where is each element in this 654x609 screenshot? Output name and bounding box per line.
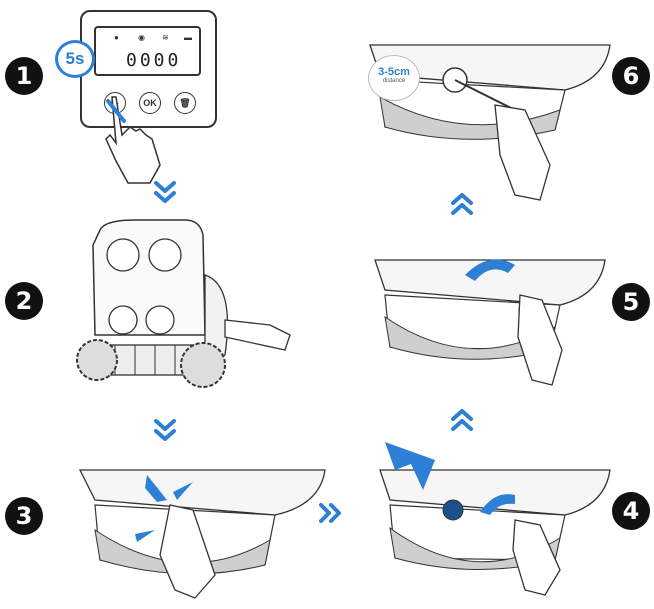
brush-reinsert-illustration <box>374 259 606 386</box>
ok-button[interactable]: OK <box>139 92 161 114</box>
step-5-badge: 5 <box>612 283 650 321</box>
chevron-down-icon <box>154 419 176 441</box>
step-3-badge: 3 <box>5 497 43 535</box>
step-2-badge: 2 <box>5 282 43 320</box>
indicator-icon: ● <box>114 33 119 42</box>
control-panel: ● ◉ ≋ ▬ 0000 ▷ OK 🗑 <box>80 10 217 128</box>
indicator-icon: ◉ <box>138 33 145 42</box>
cleaning-illustration <box>369 44 611 201</box>
hand-illustration <box>105 96 161 184</box>
panel-display: ● ◉ ≋ ▬ 0000 <box>94 26 201 76</box>
chevron-down-icon <box>154 181 176 203</box>
hold-time-badge: 5s <box>55 40 95 78</box>
step-4-badge: 4 <box>612 492 650 530</box>
step-1-badge: 1 <box>5 57 43 95</box>
distance-callout: 3-5cm distance <box>368 55 420 101</box>
distance-value: 3-5cm <box>378 66 410 78</box>
step-6-badge: 6 <box>612 57 650 95</box>
brush-assembly-illustration <box>78 469 326 599</box>
trash-button[interactable]: 🗑 <box>174 92 196 114</box>
brush-removal-illustration <box>379 442 611 596</box>
chevron-up-icon <box>451 409 473 431</box>
distance-subtext: distance <box>382 78 406 84</box>
chevron-right-icon <box>319 503 341 523</box>
battery-icon: ▬ <box>184 33 192 42</box>
display-digits: 0000 <box>126 50 182 71</box>
wifi-icon: ≋ <box>162 33 169 42</box>
chevron-up-icon <box>451 193 473 215</box>
robot-illustration <box>76 219 291 388</box>
